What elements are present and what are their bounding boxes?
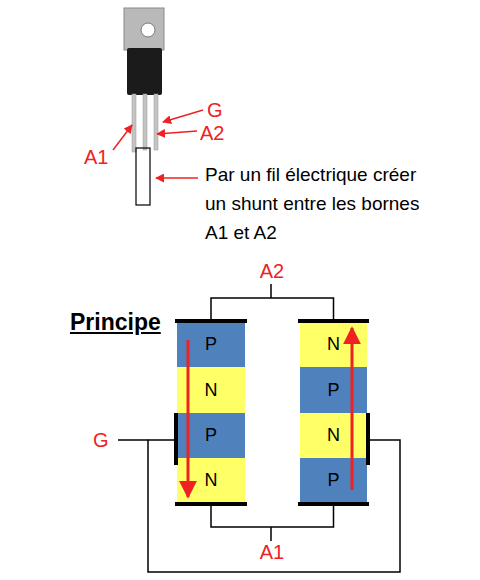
semiconductor-layer: P bbox=[300, 458, 367, 503]
semiconductor-layer: N bbox=[300, 413, 367, 458]
layer-letter: N bbox=[327, 334, 340, 355]
semiconductor-layer: N bbox=[300, 322, 367, 367]
layer-letter: P bbox=[327, 380, 339, 401]
component-leg bbox=[154, 94, 158, 150]
metal-contact bbox=[298, 319, 369, 323]
current-arrow bbox=[187, 340, 190, 497]
leader-arrow bbox=[156, 177, 198, 179]
component-body bbox=[127, 48, 162, 95]
pin-name: A1 bbox=[84, 145, 108, 169]
pin-name: G bbox=[207, 98, 223, 122]
metal-contact bbox=[175, 502, 247, 506]
leader-arrow bbox=[157, 131, 197, 134]
terminal-wire bbox=[270, 284, 272, 298]
terminal-wire bbox=[118, 439, 148, 441]
leader-arrow bbox=[163, 110, 203, 122]
wire bbox=[211, 298, 334, 322]
component-leg bbox=[132, 94, 136, 152]
metal-contact bbox=[175, 319, 247, 323]
terminal-wire bbox=[270, 527, 272, 541]
semiconductor-layer: P bbox=[300, 367, 367, 413]
component-leg bbox=[143, 94, 147, 150]
metal-contact bbox=[298, 502, 369, 506]
wire bbox=[211, 503, 334, 527]
semiconductor-layer: N bbox=[177, 458, 245, 503]
semiconductor-layer: P bbox=[177, 413, 245, 458]
note-text: Par un fil électrique créer un shunt ent… bbox=[205, 160, 433, 247]
metal-tab bbox=[124, 8, 164, 50]
layer-letter: N bbox=[205, 470, 218, 491]
pin-name: G bbox=[93, 428, 109, 452]
shunt-wire bbox=[136, 148, 150, 205]
wire bbox=[148, 440, 400, 572]
pin-name: A2 bbox=[256, 259, 288, 283]
gate-contact bbox=[174, 413, 178, 465]
semiconductor-layer: N bbox=[177, 367, 245, 413]
layer-letter: P bbox=[327, 470, 339, 491]
leader-arrow bbox=[113, 125, 132, 150]
semiconductor-layer: P bbox=[177, 322, 245, 367]
layer-letter: N bbox=[327, 425, 340, 446]
pin-name: A2 bbox=[200, 121, 224, 145]
pin-name: A1 bbox=[256, 540, 288, 564]
layer-letter: P bbox=[205, 425, 217, 446]
mounting-hole bbox=[141, 23, 155, 37]
layer-letter: P bbox=[205, 334, 217, 355]
section-heading: Principe bbox=[70, 309, 161, 337]
layer-letter: N bbox=[205, 380, 218, 401]
gate-contact bbox=[366, 413, 370, 465]
current-arrow bbox=[351, 328, 354, 490]
